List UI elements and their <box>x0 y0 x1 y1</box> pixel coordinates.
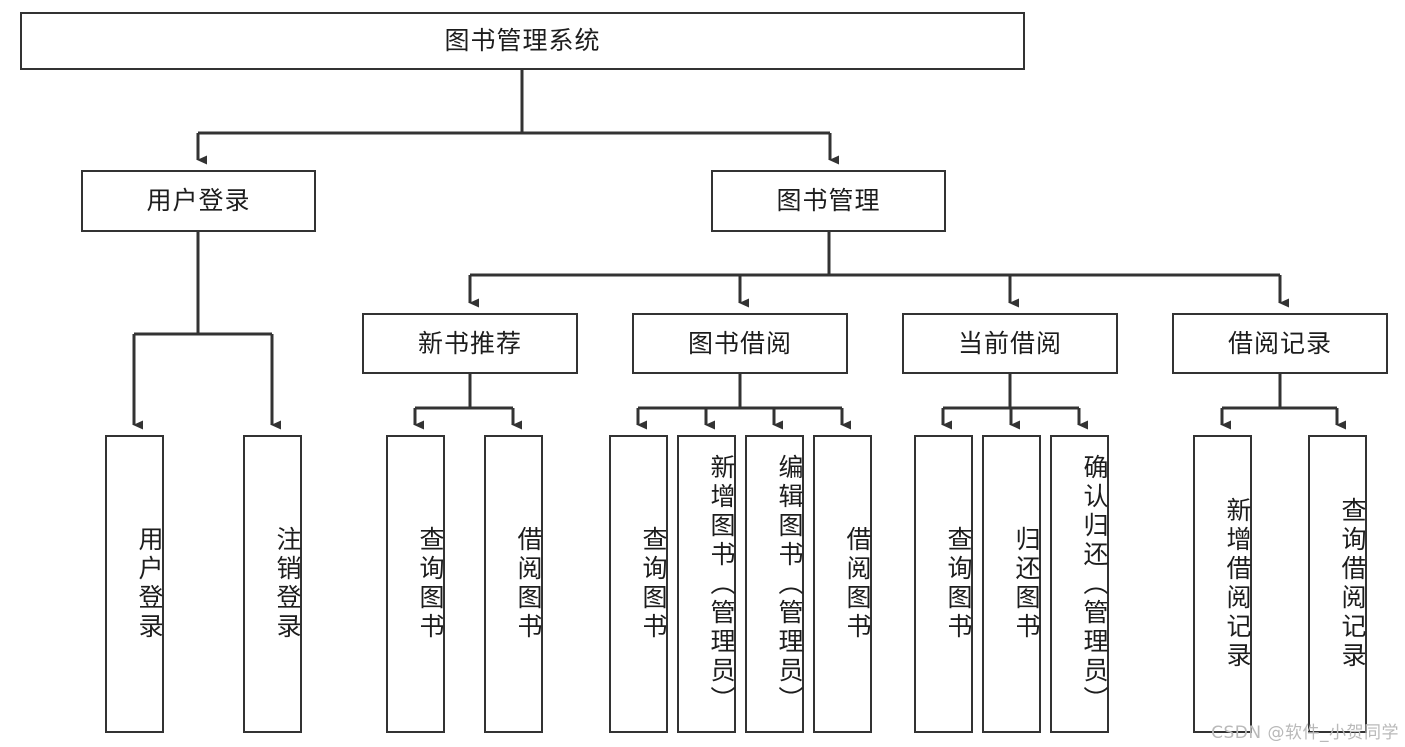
leaf-recommend-query-book[interactable]: 查询图书 <box>386 435 445 733</box>
leaf-recommend-borrow-book[interactable]: 借阅图书 <box>484 435 543 733</box>
leaf-borrow-query-book[interactable]: 查询图书 <box>609 435 668 733</box>
node-root[interactable]: 图书管理系统 <box>20 12 1025 70</box>
leaf-borrow-lend-book[interactable]: 借阅图书 <box>813 435 872 733</box>
leaf-user-logout[interactable]: 注销登录 <box>243 435 302 733</box>
node-user-login[interactable]: 用户登录 <box>81 170 316 232</box>
node-book-borrow[interactable]: 图书借阅 <box>632 313 848 374</box>
leaf-current-query-book[interactable]: 查询图书 <box>914 435 973 733</box>
node-new-book-recommend[interactable]: 新书推荐 <box>362 313 578 374</box>
leaf-current-confirm-return-admin[interactable]: 确认归还（管理员） <box>1050 435 1109 733</box>
csdn-watermark: CSDN @软件_小贺同学 <box>1211 723 1399 743</box>
leaf-current-return-book[interactable]: 归还图书 <box>982 435 1041 733</box>
leaf-user-login[interactable]: 用户登录 <box>105 435 164 733</box>
leaf-borrow-edit-book-admin[interactable]: 编辑图书（管理员） <box>745 435 804 733</box>
leaf-record-add-borrow-record[interactable]: 新增借阅记录 <box>1193 435 1252 733</box>
node-book-manage[interactable]: 图书管理 <box>711 170 946 232</box>
node-borrow-record[interactable]: 借阅记录 <box>1172 313 1388 374</box>
node-current-borrow[interactable]: 当前借阅 <box>902 313 1118 374</box>
leaf-borrow-add-book-admin[interactable]: 新增图书（管理员） <box>677 435 736 733</box>
leaf-record-query-borrow-record[interactable]: 查询借阅记录 <box>1308 435 1367 733</box>
